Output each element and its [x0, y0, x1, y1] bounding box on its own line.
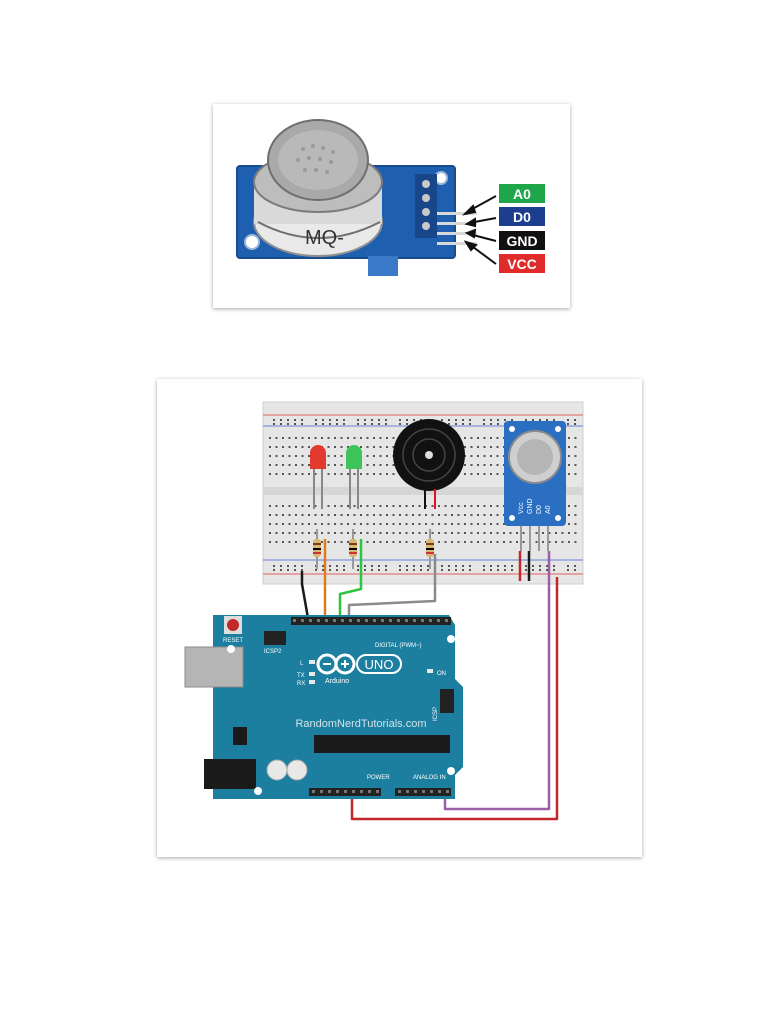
on-label: ON	[437, 671, 446, 677]
svg-text:GND: GND	[506, 233, 537, 249]
wire-gnd	[300, 571, 311, 625]
digital-label: DIGITAL (PWM~)	[375, 643, 422, 649]
circuit-diagram-card: Vcc GND D0 A0	[157, 379, 642, 857]
svg-text:A0: A0	[513, 186, 531, 202]
power-jack	[204, 759, 256, 789]
arduino-uno-board: RESET ICSP2 DIGITAL (PWM~) UNO Arduino L	[184, 615, 463, 799]
wire-green-led	[338, 539, 363, 624]
microcontroller-chip	[314, 735, 450, 753]
arduino-logo: UNO Arduino	[316, 653, 402, 685]
mq-sensor-module: Vcc GND D0 A0	[504, 421, 566, 551]
pin-label-gnd: GND	[499, 231, 545, 250]
analog-label: ANALOG IN	[413, 775, 446, 781]
svg-text:VCC: VCC	[507, 256, 537, 272]
sensor-photo-card: MQ- A0 D0 GND VCC	[213, 104, 570, 308]
wire-sensor-a0	[443, 551, 551, 811]
sensor-photo: MQ- A0 D0 GND VCC	[236, 119, 545, 276]
svg-text:A0: A0	[545, 505, 552, 514]
wire-buzzer	[347, 554, 437, 624]
potentiometer	[368, 256, 398, 276]
buzzer	[393, 419, 465, 509]
led-label: L	[300, 661, 304, 667]
pin-gnd	[437, 232, 477, 235]
resistor	[313, 529, 321, 569]
resistor	[426, 529, 434, 569]
green-led	[346, 445, 362, 509]
circuit-diagram: Vcc GND D0 A0	[184, 401, 584, 821]
pin-label-a0: A0	[499, 184, 545, 203]
pin-label-d0: D0	[499, 207, 545, 226]
svg-text:UNO: UNO	[365, 657, 394, 672]
icsp-label: ICSP	[433, 707, 439, 721]
wire-5v	[350, 577, 559, 821]
svg-text:D0: D0	[536, 505, 543, 514]
pin-vcc	[437, 242, 477, 245]
mount-hole	[244, 234, 260, 250]
svg-text:Vcc: Vcc	[518, 502, 525, 514]
icsp2-label: ICSP2	[264, 649, 282, 655]
red-led	[310, 445, 326, 509]
resistor	[349, 529, 357, 569]
pin-d0	[437, 222, 477, 225]
svg-text:D0: D0	[513, 209, 531, 225]
sensor-model-label: MQ-	[305, 227, 344, 249]
usb-port	[184, 646, 244, 688]
digital-header	[291, 617, 451, 625]
svg-text:GND: GND	[527, 498, 534, 514]
led-label: RX	[297, 681, 305, 687]
power-label: POWER	[367, 775, 390, 781]
svg-text:Arduino: Arduino	[325, 678, 349, 685]
led-label: TX	[297, 673, 305, 679]
reset-label: RESET	[223, 638, 243, 644]
pin-a0	[437, 212, 477, 215]
pin-label-vcc: VCC	[499, 254, 545, 273]
watermark: RandomNerdTutorials.com	[295, 718, 426, 730]
